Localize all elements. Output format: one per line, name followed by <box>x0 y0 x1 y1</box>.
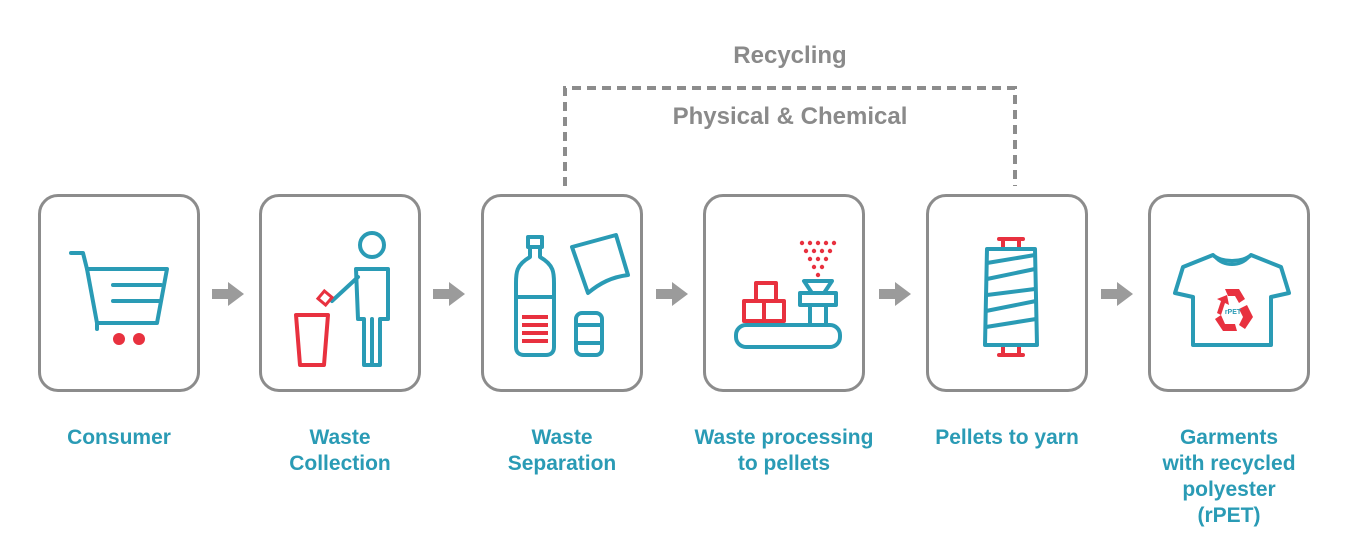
stage-label-waste-collection: Waste Collection <box>289 426 391 475</box>
recycling-title: Recycling <box>733 42 847 69</box>
bottle-paper-can-icon <box>514 233 630 357</box>
recycling-loop-connector <box>563 86 1017 186</box>
flow-arrow-4 <box>879 282 911 306</box>
recycling-loop-line <box>563 86 1017 186</box>
recycling-subtitle: Physical & Chemical <box>672 103 908 130</box>
pellet-machine-icon <box>734 240 842 349</box>
yarn-spool-icon <box>983 237 1039 357</box>
stage-box-consumer <box>38 194 200 392</box>
flow-arrow-3 <box>656 282 688 306</box>
flow-arrow-1 <box>212 282 244 306</box>
stage-label-consumer: Consumer <box>67 426 171 449</box>
stage-label-waste-separation: Waste Separation <box>507 426 617 475</box>
stage-box-pellets-to-yarn <box>926 194 1088 392</box>
flow-arrow-5 <box>1101 282 1133 306</box>
stage-box-waste-separation <box>481 194 643 392</box>
recycle-symbol-icon <box>1215 289 1253 331</box>
stage-label-pellets-to-yarn: Pellets to yarn <box>935 426 1079 449</box>
person-disposing-waste-icon <box>294 231 390 367</box>
rpet-badge: rPET <box>1225 309 1242 316</box>
flow-arrow-2 <box>433 282 465 306</box>
stage-label-waste-processing: Waste processing to pellets <box>694 426 874 475</box>
shopping-cart-icon <box>69 251 169 345</box>
rpet-tshirt-icon: rPET <box>1173 253 1291 347</box>
stage-box-garments: rPET <box>1148 194 1310 392</box>
stage-box-waste-collection <box>259 194 421 392</box>
stage-box-waste-processing <box>703 194 865 392</box>
stage-label-garments: Garments with recycled polyester (rPET) <box>1162 426 1296 527</box>
